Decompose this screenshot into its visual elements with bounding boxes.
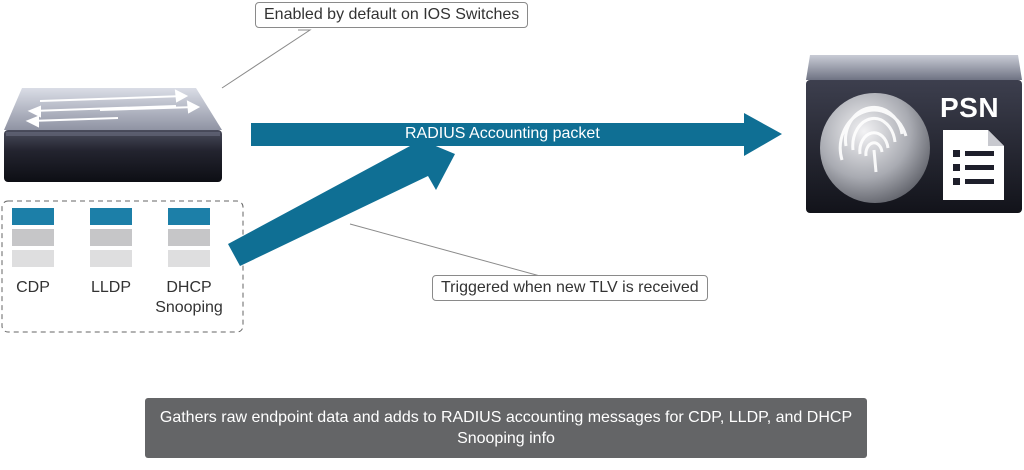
source-label: CDP [16, 279, 50, 296]
psn-label: PSN [940, 92, 1000, 123]
source-lldp: LLDP [83, 208, 139, 296]
callout-top-pointer [221, 29, 312, 89]
footer-summary: Gathers raw endpoint data and adds to RA… [145, 398, 867, 458]
document-list-icon [943, 130, 1004, 200]
callout-mid-pointer [349, 223, 548, 277]
fingerprint-icon [820, 93, 930, 203]
callout-enabled-default: Enabled by default on IOS Switches [255, 2, 529, 28]
footer-text: Gathers raw endpoint data and adds to RA… [159, 409, 853, 447]
callout-triggered-tlv: Triggered when new TLV is received [432, 275, 708, 301]
radius-accounting-label: RADIUS Accounting packet [405, 125, 600, 142]
collected-data-arrow [228, 132, 455, 266]
data-source-box [1, 200, 244, 333]
source-dhcp-snooping: DHCP Snooping [155, 208, 223, 316]
source-label: LLDP [90, 279, 132, 296]
radius-accounting-arrow [251, 113, 782, 156]
switch-icon [4, 88, 222, 182]
lldp-bars-icon [90, 208, 132, 268]
source-cdp: CDP [5, 208, 61, 296]
dhcp-bars-icon [168, 208, 210, 268]
cdp-bars-icon [12, 208, 54, 268]
source-label: DHCP Snooping [155, 279, 223, 316]
